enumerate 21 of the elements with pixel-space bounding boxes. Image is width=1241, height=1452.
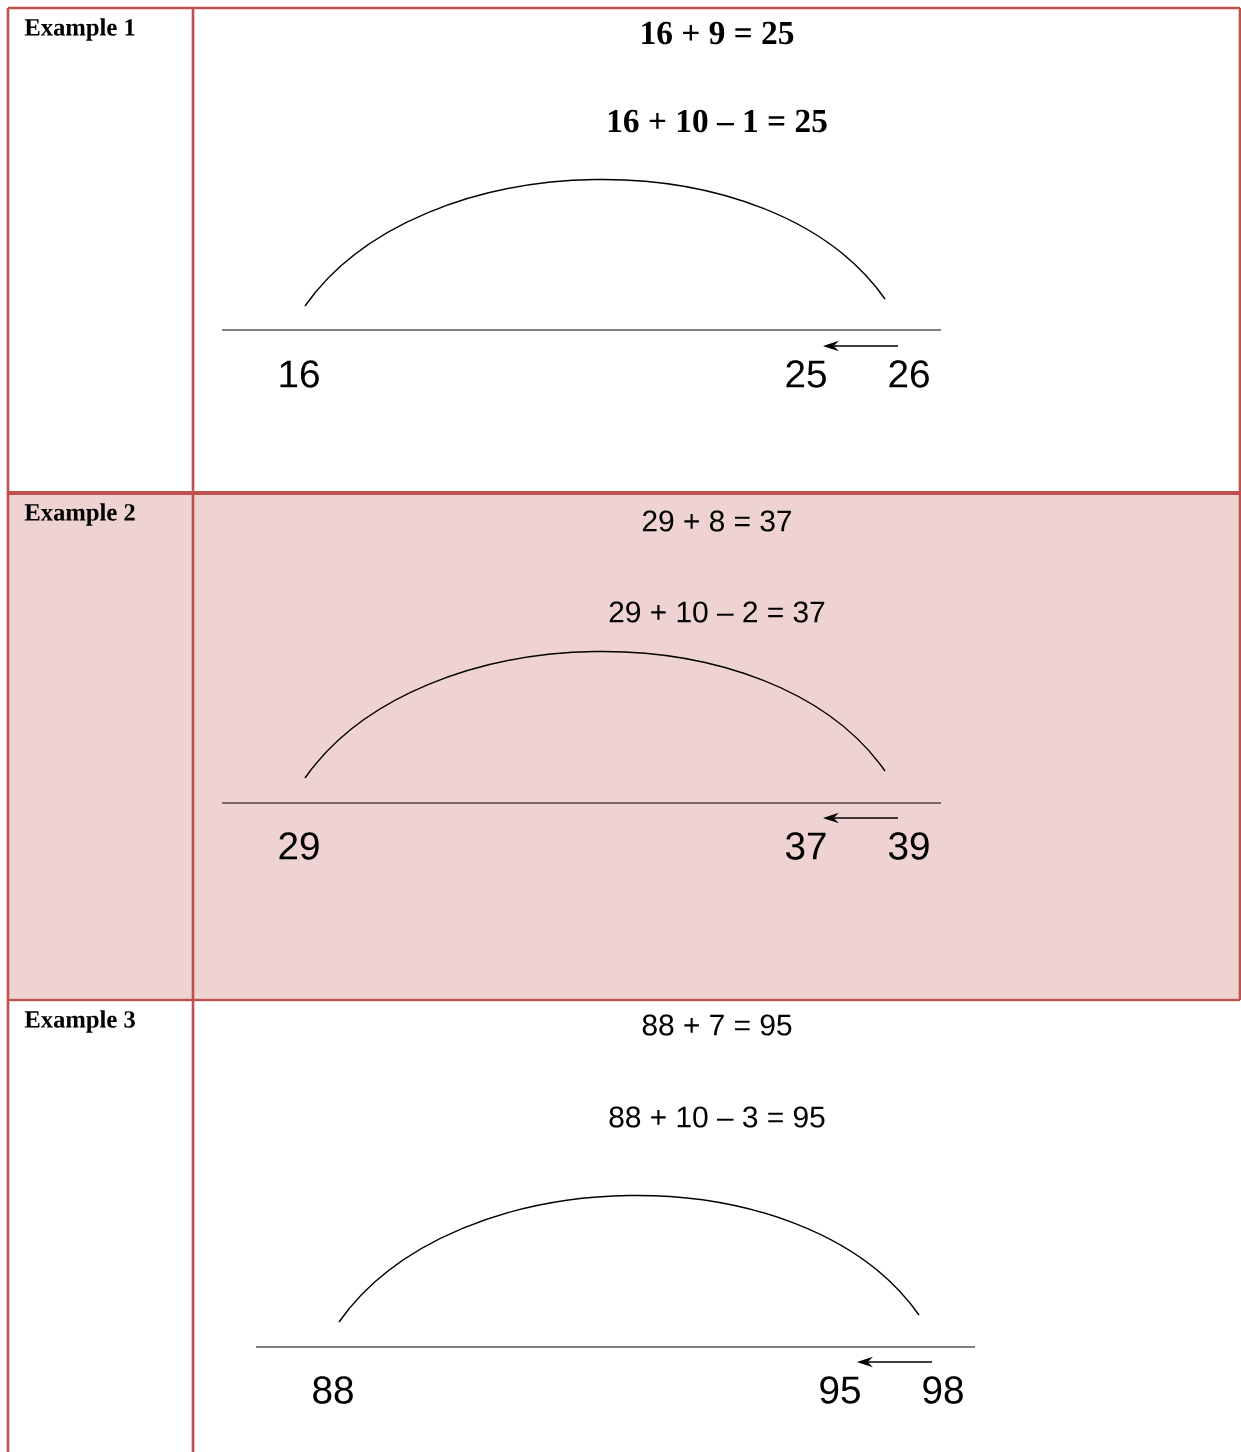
jump-arc <box>304 178 886 307</box>
row-heading: Example 3 <box>24 1010 135 1033</box>
number-label: 39 <box>888 832 929 860</box>
jump-arc <box>338 1194 920 1323</box>
equation: 29 + 8 = 37 <box>642 510 792 532</box>
row-heading: Example 2 <box>24 503 135 526</box>
number-label: 37 <box>785 832 826 860</box>
number-label: 88 <box>313 1376 353 1404</box>
number-label: 95 <box>820 1376 860 1404</box>
number-label: 16 <box>280 360 319 388</box>
equation: 88 + 7 = 95 <box>642 1014 792 1036</box>
jump-arc <box>304 650 886 779</box>
number-label: 25 <box>786 360 826 388</box>
equation: 16 + 9 = 25 <box>642 21 794 45</box>
equation: 29 + 10 – 2 = 37 <box>609 601 825 623</box>
row-heading: Example 1 <box>24 18 135 41</box>
number-label: 26 <box>889 360 929 388</box>
equation: 16 + 10 – 1 = 25 <box>608 109 827 133</box>
equation: 88 + 10 – 3 = 95 <box>609 1106 825 1128</box>
number-label: 29 <box>279 832 319 860</box>
number-label: 98 <box>923 1376 963 1404</box>
